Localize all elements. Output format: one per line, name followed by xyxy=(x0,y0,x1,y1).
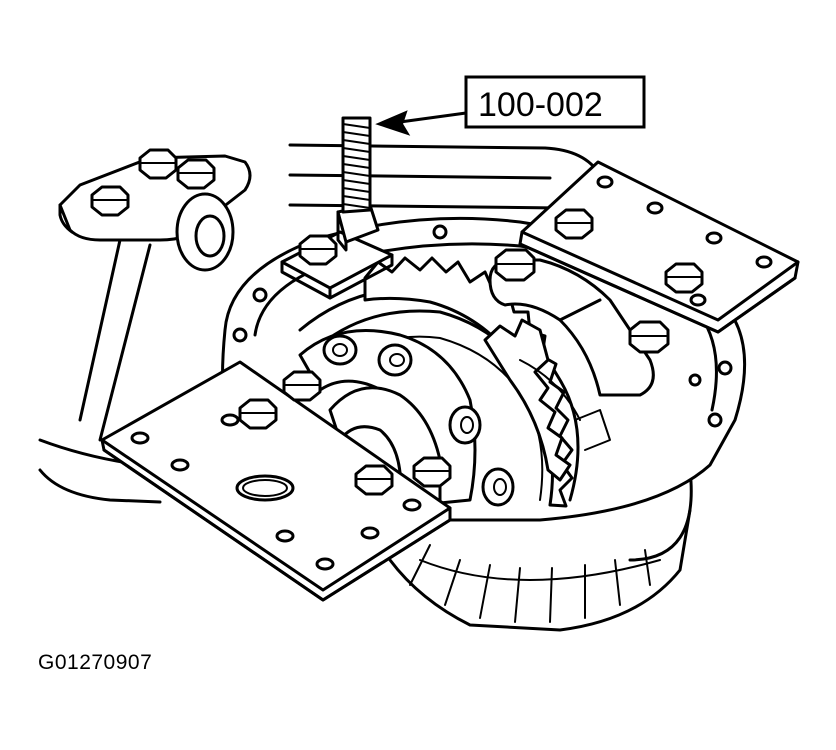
housing-lower-ribs xyxy=(388,508,692,632)
case-bolt-4 xyxy=(481,467,515,507)
case-bolt-1 xyxy=(322,334,358,366)
left-plate-bolt-1 xyxy=(282,370,322,402)
left-plate-bolt-4 xyxy=(412,456,452,488)
tool-clamp-bolt xyxy=(298,234,338,266)
callout-arrowhead xyxy=(375,110,411,136)
left-plate-bolt-3 xyxy=(354,464,394,496)
callout-box xyxy=(464,75,646,129)
left-plate xyxy=(100,360,452,602)
right-bearing-cap xyxy=(488,248,670,397)
left-plate-bolt-2 xyxy=(238,398,278,430)
right-plate-bolt-1 xyxy=(554,208,594,240)
right-plate xyxy=(518,160,800,334)
bracket-bolt-2 xyxy=(176,158,216,190)
callout-label: 100-002 xyxy=(478,86,603,124)
case-bolt-2 xyxy=(377,343,413,377)
callout: 100-002 xyxy=(375,75,646,136)
mounting-bracket xyxy=(58,148,252,272)
right-plate-bolt-2 xyxy=(664,262,704,294)
bracket-bolt-1 xyxy=(138,148,178,180)
case-bolt-3 xyxy=(448,405,482,445)
cap-bolt-1 xyxy=(494,248,536,282)
cap-bolt-2 xyxy=(628,320,670,354)
bracket-bolt-3 xyxy=(90,185,130,217)
special-tool xyxy=(280,116,394,300)
pinion-gear xyxy=(483,318,611,482)
callout-leader-line xyxy=(398,111,468,124)
figure-id: G01270907 xyxy=(38,651,153,674)
threaded-stud xyxy=(341,116,372,214)
